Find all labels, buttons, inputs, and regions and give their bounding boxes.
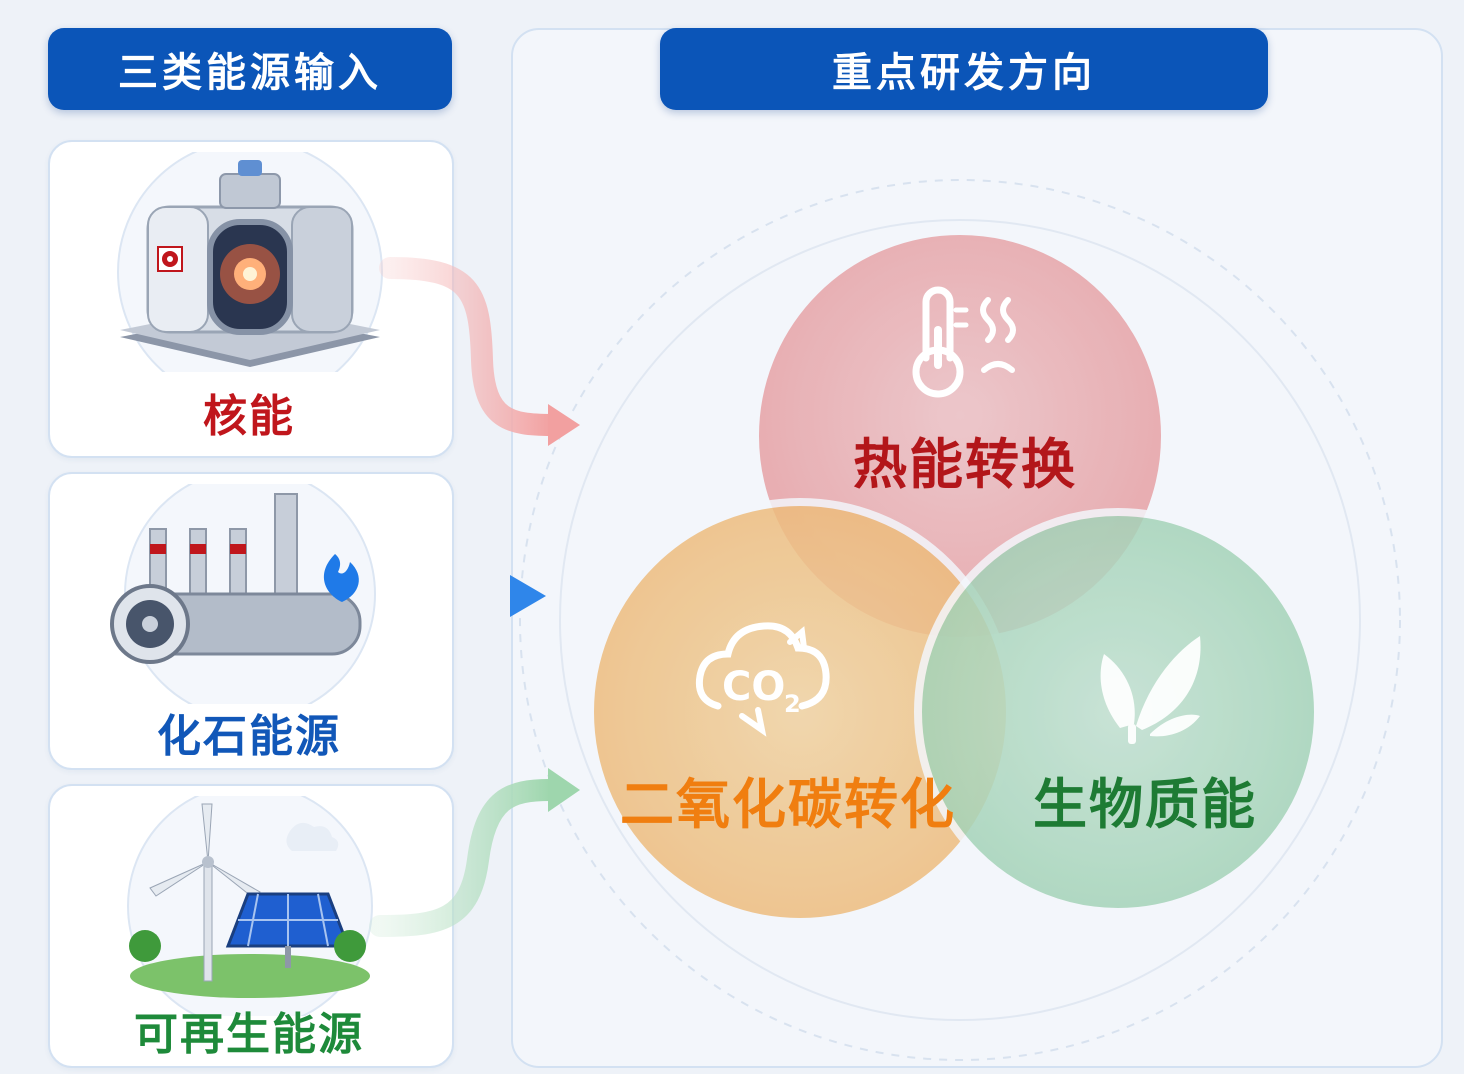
guide-ring-inner xyxy=(559,219,1361,1021)
co2-icon-text: CO xyxy=(722,664,785,710)
co2-icon-subscript: 2 xyxy=(784,690,801,718)
leaf-icon xyxy=(1100,636,1201,744)
gas-turbine-factory-icon xyxy=(110,484,376,704)
source-label-nuclear: 核能 xyxy=(203,391,295,442)
thermometer-heat-icon xyxy=(912,286,1016,398)
co2-cycle-icon xyxy=(695,622,830,737)
arrowhead-fossil xyxy=(510,575,546,617)
guide-ring-outer xyxy=(519,179,1401,1061)
arrow-renewable xyxy=(369,779,561,937)
wind-solar-icon xyxy=(127,796,373,1016)
direction-label-thermal: 热能转换 xyxy=(853,433,1077,496)
right-section-header: 重点研发方向 xyxy=(660,28,1268,110)
source-label-renewable: 可再生能源 xyxy=(134,1009,364,1060)
arrow-nuclear xyxy=(379,257,563,436)
left-section-header: 三类能源输入 xyxy=(48,28,452,110)
direction-label-co2: 二氧化碳转化 xyxy=(620,773,956,836)
source-label-fossil: 化石能源 xyxy=(157,711,341,762)
source-card-fossil xyxy=(48,472,454,770)
arrowhead-renewable xyxy=(548,768,580,812)
direction-label-biomass: 生物质能 xyxy=(1033,773,1257,836)
arrowhead-nuclear xyxy=(548,404,580,446)
